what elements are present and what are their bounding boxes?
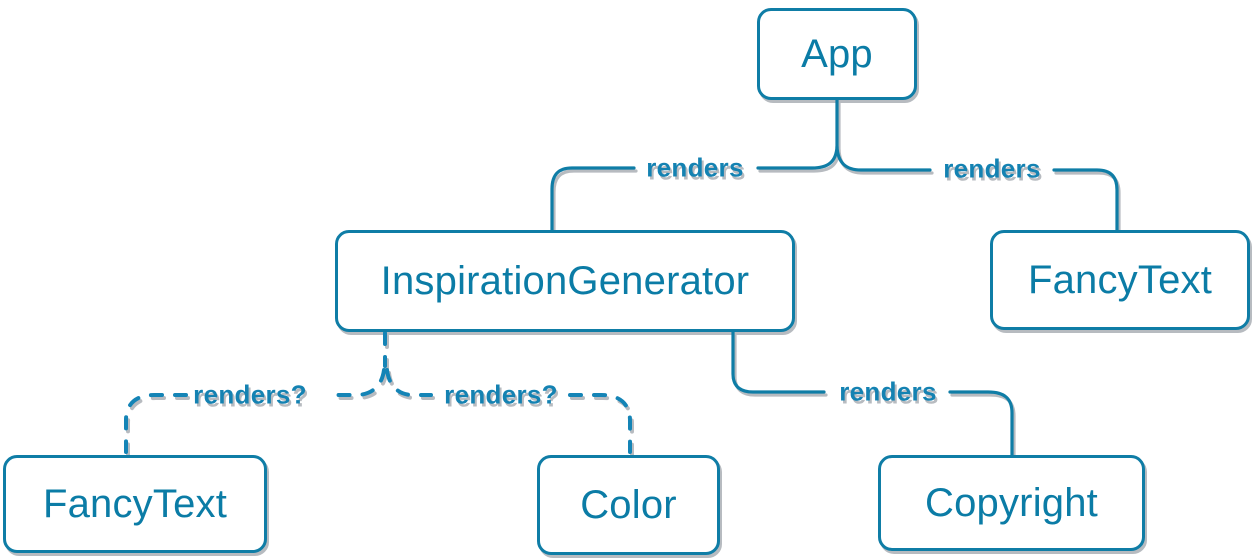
node-color: Color <box>537 455 720 555</box>
edge-app-inspirationgenerator <box>550 166 636 232</box>
edge-app-fancytext <box>1052 168 1119 232</box>
edge-inspirationgenerator-fancytext-dashed <box>124 393 188 454</box>
node-app: App <box>757 8 917 100</box>
node-inspiration-generator: InspirationGenerator <box>335 230 795 332</box>
node-app-label: App <box>801 31 873 76</box>
node-fancy-text-top: FancyText <box>990 230 1250 330</box>
edge-label-renders: renders <box>839 376 937 407</box>
edge-label-renders: renders <box>646 152 744 183</box>
edge-app-inspirationgenerator <box>756 145 839 170</box>
edge-app-fancytext <box>835 145 932 172</box>
node-fancy-text-bottom: FancyText <box>3 455 267 553</box>
edge-inspirationgenerator-color-dashed <box>568 393 632 454</box>
node-color-label: Color <box>580 482 677 527</box>
node-copyright-label: Copyright <box>925 480 1098 525</box>
edge-label-renders: renders <box>943 153 1041 184</box>
node-inspiration-generator-label: InspirationGenerator <box>380 258 750 303</box>
edge-inspirationgenerator-copyright <box>948 390 1014 457</box>
node-fancy-text-bottom-label: FancyText <box>42 481 228 526</box>
edge-inspirationgenerator-copyright <box>731 330 826 394</box>
node-fancy-text-top-label: FancyText <box>1027 257 1213 302</box>
edge-label-renders-question: renders? <box>444 379 558 410</box>
edge-inspirationgenerator-fancytext-dashed <box>329 368 386 397</box>
edge-label-renders-question: renders? <box>193 379 307 410</box>
edge-inspirationgenerator-color-dashed <box>385 368 433 397</box>
node-copyright: Copyright <box>878 455 1145 551</box>
